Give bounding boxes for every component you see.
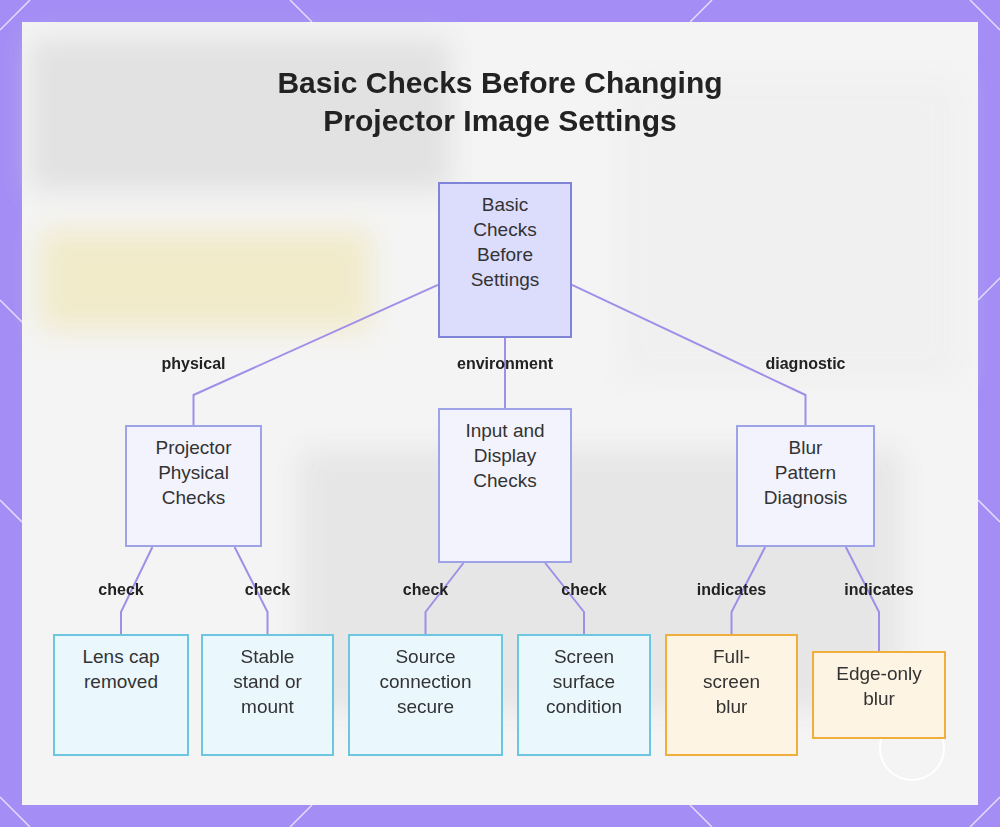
- node-label: Screen surface condition: [541, 644, 627, 719]
- connector-line: [846, 547, 879, 651]
- check-box: Lens cap removed: [53, 634, 189, 756]
- connector-line: [194, 285, 439, 425]
- edge-label: indicates: [844, 581, 913, 599]
- check-box: Stable stand or mount: [201, 634, 334, 756]
- node-label: Lens cap removed: [77, 644, 165, 694]
- outcome-box: Edge-only blur: [812, 651, 946, 739]
- node-label: Stable stand or mount: [225, 644, 310, 719]
- node-label: Input and Display Checks: [462, 418, 548, 493]
- diagram-title: Basic Checks Before Changing Projector I…: [240, 64, 760, 140]
- connector-line: [572, 285, 806, 425]
- edge-label: physical: [161, 355, 225, 373]
- edge-label: indicates: [697, 581, 766, 599]
- node-label: Full-screen blur: [689, 644, 774, 719]
- connector-line: [545, 563, 584, 634]
- edge-label: check: [561, 581, 606, 599]
- content-panel: [22, 22, 978, 805]
- edge-label: environment: [457, 355, 553, 373]
- connector-line: [426, 563, 464, 634]
- category-box: Blur Pattern Diagnosis: [736, 425, 875, 547]
- check-box: Screen surface condition: [517, 634, 651, 756]
- check-box: Source connection secure: [348, 634, 503, 756]
- node-label: Projector Physical Checks: [149, 435, 238, 510]
- connector-line: [504, 338, 506, 408]
- blurred-photo: [30, 40, 960, 710]
- category-box: Input and Display Checks: [438, 408, 572, 563]
- outcome-box: Full-screen blur: [665, 634, 798, 756]
- edge-label: check: [403, 581, 448, 599]
- edge-label: check: [245, 581, 290, 599]
- node-label: Basic Checks Before Settings: [462, 192, 548, 292]
- category-box: Projector Physical Checks: [125, 425, 262, 547]
- root-box: Basic Checks Before Settings: [438, 182, 572, 338]
- edge-label: diagnostic: [765, 355, 845, 373]
- edge-label: check: [98, 581, 143, 599]
- node-label: Edge-only blur: [836, 661, 922, 711]
- node-label: Blur Pattern Diagnosis: [760, 435, 851, 510]
- node-label: Source connection secure: [372, 644, 479, 719]
